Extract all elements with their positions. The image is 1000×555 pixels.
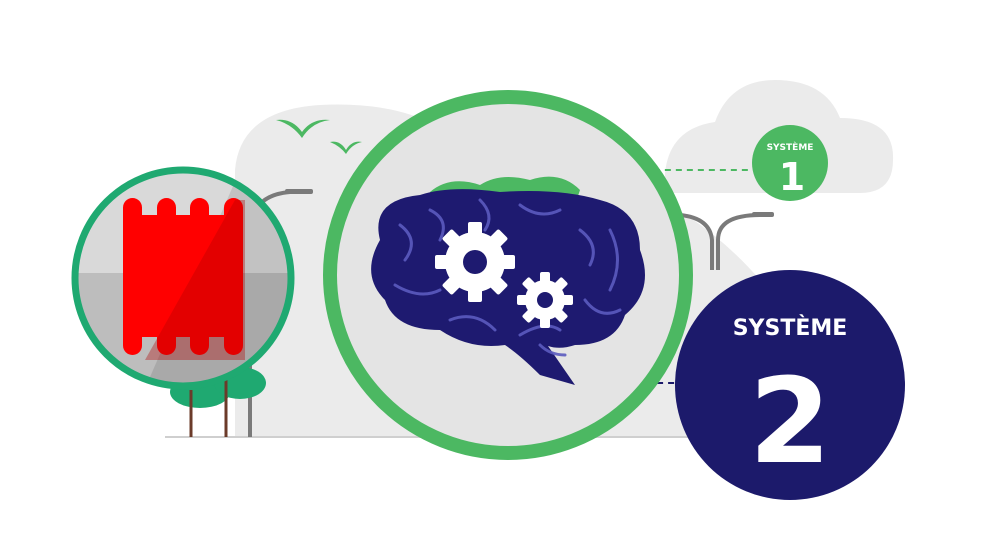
gear-icon: [517, 272, 573, 328]
system1-connector: [569, 169, 752, 186]
system1-label: SYSTÈME: [767, 141, 814, 153]
system1-badge: SYSTÈME 1: [752, 125, 828, 201]
left-circle: [71, 166, 295, 390]
system2-number: 2: [749, 352, 831, 490]
system2-label: SYSTÈME: [733, 315, 848, 341]
bird-icon: [330, 141, 362, 154]
system1-number: 1: [779, 155, 805, 199]
central-circle: [323, 90, 693, 460]
red-ticket-icon: [123, 198, 245, 360]
brain-icon: [371, 176, 645, 385]
gear-icon: [435, 222, 515, 302]
bird-icon: [276, 119, 330, 138]
system2-badge: SYSTÈME 2: [675, 270, 905, 500]
